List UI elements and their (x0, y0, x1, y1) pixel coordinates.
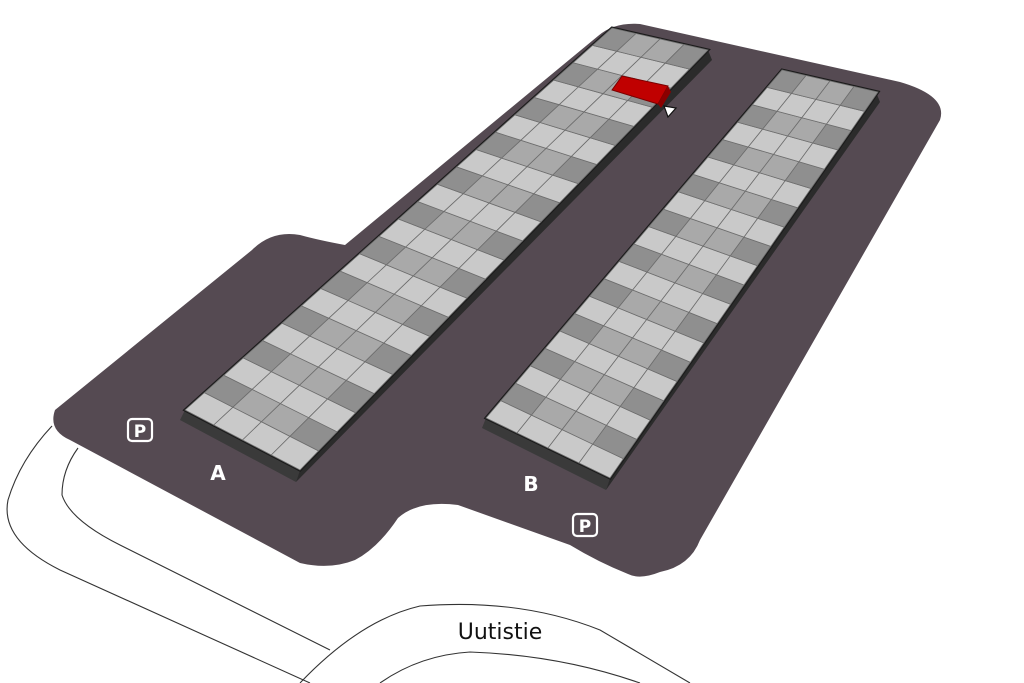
road-lines (6, 425, 691, 683)
street-label: Uutistie (458, 620, 543, 645)
building-a[interactable] (180, 26, 712, 482)
unit-pointer-icon (663, 105, 678, 119)
building-b[interactable] (482, 68, 881, 490)
building-b-units (485, 69, 879, 479)
parking-icon: P (126, 417, 154, 443)
building-b-label: B (523, 472, 538, 496)
building-a-units (184, 27, 709, 471)
building-a-label: A (210, 461, 226, 485)
svg-text:P: P (134, 422, 146, 442)
parking-icon: P (571, 512, 599, 538)
apartment-unit[interactable] (664, 44, 709, 70)
svg-text:P: P (579, 517, 591, 537)
apartment-unit[interactable] (839, 86, 879, 112)
